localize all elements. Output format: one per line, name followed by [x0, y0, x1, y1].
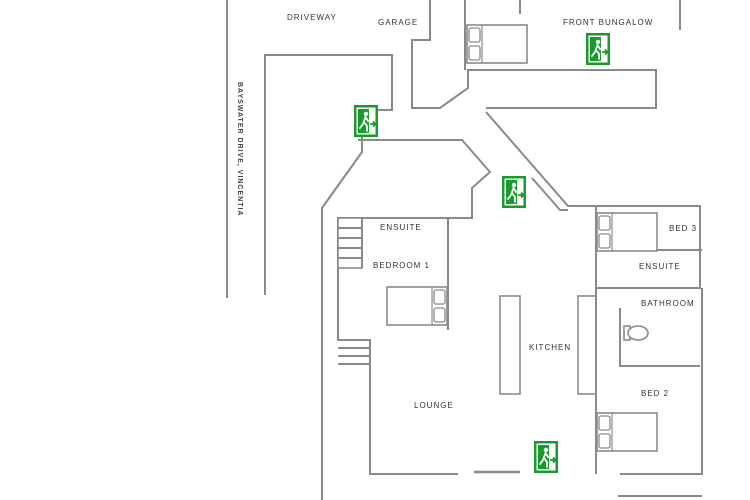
street-lines [226, 0, 393, 500]
double-bed-icon [596, 212, 658, 252]
lounge-openings [474, 470, 702, 497]
house-walls [337, 111, 702, 475]
driveway-label: DRIVEWAY [287, 13, 337, 22]
double-bed-icon [386, 286, 448, 326]
emergency-exit-icon [534, 441, 558, 473]
ensuite-1-label: ENSUITE [380, 223, 422, 232]
bathroom-walls [595, 288, 703, 475]
emergency-exit-icon [586, 33, 610, 65]
ensuite-2-label: ENSUITE [639, 262, 681, 271]
lounge-label: LOUNGE [414, 401, 454, 410]
emergency-exit-icon [502, 176, 526, 208]
double-bed-icon [596, 412, 658, 452]
garage-label: GARAGE [378, 18, 418, 27]
bedroom-1-label: BEDROOM 1 [373, 261, 430, 270]
kitchen-label: KITCHEN [529, 343, 571, 352]
garage-walls [411, 0, 681, 109]
bathroom-label: BATHROOM [641, 299, 695, 308]
emergency-exit-icon [354, 105, 378, 137]
stairs [337, 217, 363, 269]
street-label: BAYSWATER DRIVE, VINCENTIA [236, 82, 243, 217]
double-bed-icon [466, 24, 528, 64]
bed-2-label: BED 2 [641, 389, 669, 398]
toilet-icon [623, 325, 649, 341]
front-bungalow-label: FRONT BUNGALOW [563, 18, 653, 27]
bed-3-label: BED 3 [669, 224, 697, 233]
